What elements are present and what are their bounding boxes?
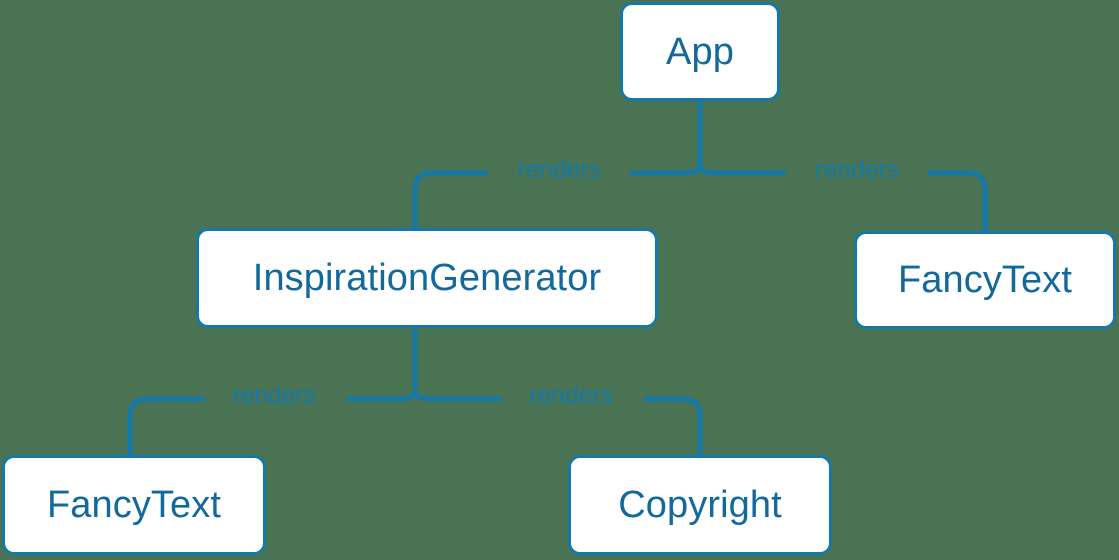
edge-label-inspirationgenerator-to-copyright: renders [529, 381, 613, 410]
node-fancytext-left-label: FancyText [46, 484, 222, 526]
edge-label-inspirationgenerator-to-fancytext: renders [232, 381, 316, 410]
edge-inspirationgenerator-to-copyright [413, 392, 703, 455]
node-fancytext-left[interactable]: FancyText [2, 455, 266, 555]
edge-app-to-fancytext [698, 166, 988, 231]
node-copyright[interactable]: Copyright [568, 455, 832, 555]
node-inspirationgenerator[interactable]: InspirationGenerator [196, 228, 658, 328]
node-app[interactable]: App [620, 2, 780, 101]
edge-label-app-to-inspirationgenerator: renders [517, 155, 601, 184]
node-fancytext-right[interactable]: FancyText [854, 231, 1116, 329]
node-copyright-label: Copyright [618, 484, 782, 526]
node-fancytext-right-label: FancyText [897, 259, 1073, 301]
node-inspirationgenerator-label: InspirationGenerator [252, 257, 602, 299]
edge-label-app-to-fancytext: renders [815, 155, 899, 184]
edge-app-to-inspirationgenerator [412, 166, 702, 228]
edge-inspirationgenerator-to-fancytext [127, 392, 417, 455]
edge-label-gaps [205, 156, 928, 410]
node-app-label: App [666, 30, 734, 73]
